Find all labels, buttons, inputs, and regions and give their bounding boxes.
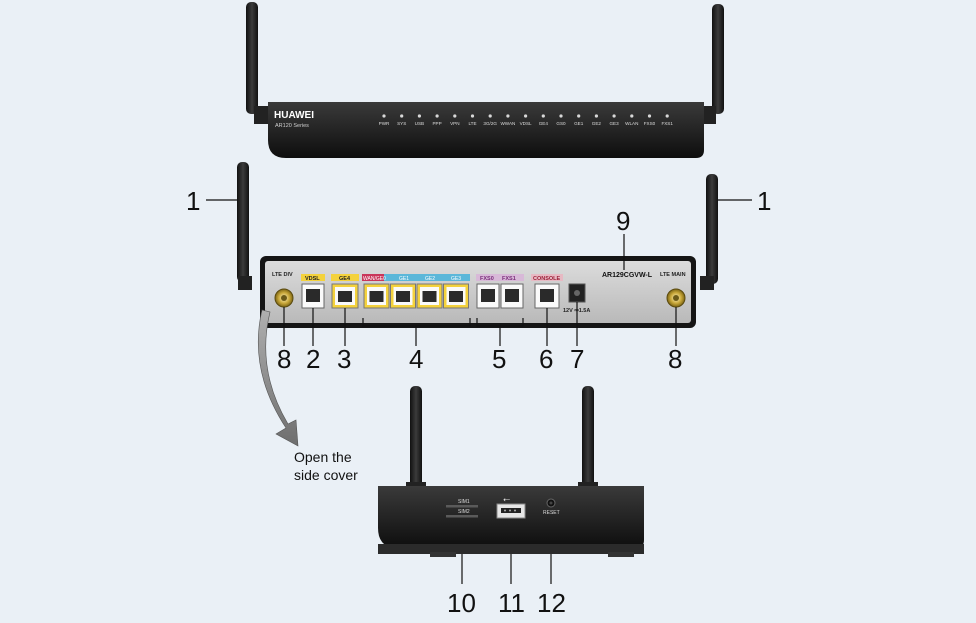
lan-label-2: GE2: [425, 276, 435, 282]
led-indicator: [470, 114, 475, 118]
lan-label-3: GE3: [451, 276, 461, 282]
reset-label: RESET: [543, 510, 560, 516]
rear-antenna-right: [706, 174, 718, 284]
usb-icon: ⭠: [503, 494, 510, 504]
callout-antenna-left: 1: [186, 186, 200, 216]
front-brand: HUAWEI: [274, 110, 314, 121]
led-indicator: [506, 114, 510, 118]
led-indicator: [541, 114, 545, 118]
led-label: USB: [415, 121, 424, 126]
led-indicator: [435, 114, 439, 118]
led-label: GE4: [539, 121, 549, 126]
led-label: WLAN: [625, 121, 638, 126]
front-chassis: [268, 102, 704, 158]
callout-console: 6: [539, 344, 553, 374]
callout-ge4: 3: [337, 344, 351, 374]
led-indicator: [382, 114, 386, 118]
callout-sim-slots: 10: [447, 588, 476, 618]
instruction-line-1: Open the: [294, 449, 352, 465]
side-antenna-left: [410, 386, 422, 490]
led-indicator: [594, 114, 599, 118]
led-label: GE3: [609, 121, 619, 126]
led-label: GE2: [592, 121, 602, 126]
lte-main-label: LTE MAIN: [660, 272, 686, 278]
front-antenna-right: [712, 4, 724, 114]
led-label: PPP: [432, 121, 441, 126]
callout-numbers: 1 1 8 2 3 4 5 6 7 9 8 10 11 12: [186, 186, 771, 618]
sim1-slot: [446, 505, 478, 508]
side-antenna-right: [582, 386, 594, 490]
led-indicator: [612, 114, 616, 118]
open-cover-arrow: [257, 309, 299, 447]
ge4-label: GE4: [339, 276, 351, 282]
led-label: 3G/2G: [483, 121, 497, 126]
vdsl-label: VDSL: [305, 276, 320, 282]
led-indicator: [665, 114, 669, 118]
rear-antenna-left: [237, 162, 249, 282]
fxs-label-0: FXS0: [480, 276, 494, 282]
callout-usb: 11: [498, 588, 525, 618]
console-label: CONSOLE: [533, 276, 561, 282]
fxs-ports: [476, 283, 524, 309]
callout-lte-div: 8: [277, 344, 291, 374]
led-indicator: [524, 114, 528, 118]
led-label: WWAN: [500, 121, 515, 126]
callout-brackets: [362, 318, 524, 346]
led-indicator: [630, 114, 634, 118]
callout-vdsl: 2: [306, 344, 320, 374]
led-label: FXS1: [661, 121, 673, 126]
callout-antenna-right: 1: [757, 186, 771, 216]
led-label: VDSL: [520, 121, 532, 126]
front-series: AR120 Series: [275, 123, 309, 129]
led-label: PWR: [379, 121, 390, 126]
model-label: AR129CGVW-L: [602, 272, 653, 279]
callout-power: 7: [570, 344, 584, 374]
sim2-slot: [446, 515, 478, 518]
fxs-label-1: FXS1: [502, 276, 516, 282]
callout-lte-main: 8: [668, 344, 682, 374]
led-indicator: [417, 114, 421, 118]
lte-div-label: LTE DIV: [272, 272, 293, 278]
led-indicator: [488, 114, 492, 118]
callout-lan: 4: [409, 344, 423, 374]
led-label: LTE: [468, 121, 476, 126]
led-label: GS0: [556, 121, 566, 126]
led-indicator: [453, 114, 457, 118]
sim2-label: SIM2: [458, 509, 470, 515]
led-indicator: [559, 114, 563, 118]
instruction-line-2: side cover: [294, 467, 358, 483]
front-antenna-left: [246, 2, 258, 114]
led-label: VPN: [450, 121, 459, 126]
lan-label-1: GE1: [399, 276, 409, 282]
front-view: HUAWEI AR120 Series PWR SYS USB PPP VPN LTE 3G…: [246, 2, 724, 158]
callout-reset: 12: [537, 588, 566, 618]
rear-view: LTE DIV VDSL GE4 WAN/GE0 GE1 GE2 GE3 FXS…: [237, 162, 718, 328]
led-indicator: [400, 114, 404, 118]
led-indicator: [647, 114, 652, 118]
led-indicator: [577, 114, 581, 118]
led-label: SYS: [397, 121, 406, 126]
led-label: GE1: [574, 121, 584, 126]
callout-model-label: 9: [616, 206, 630, 236]
lan-ports: [363, 283, 469, 309]
sim1-label: SIM1: [458, 499, 470, 505]
lan-label-0: WAN/GE0: [363, 276, 386, 282]
side-view: SIM1 SIM2 ⭠ RESET: [378, 386, 644, 557]
led-label: FXS0: [644, 121, 656, 126]
callout-fxs: 5: [492, 344, 506, 374]
